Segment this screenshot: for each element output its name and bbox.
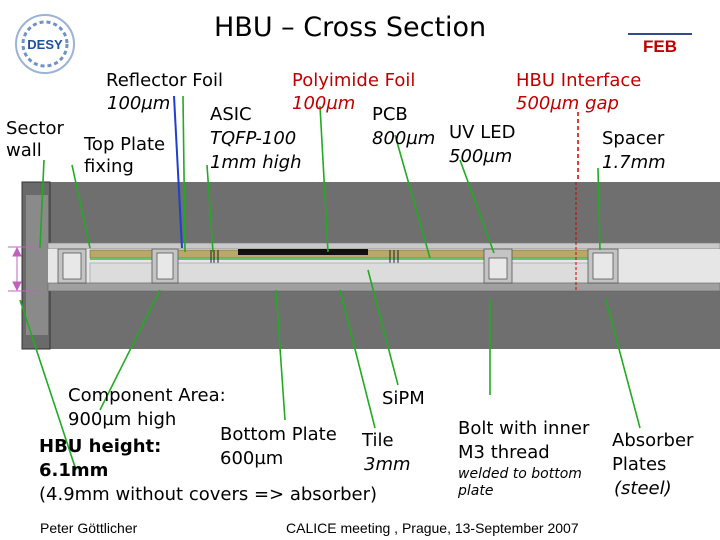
sector-wall-label: Sector wall (6, 118, 64, 161)
top-plate-fixing-label: Top Plate fixing (84, 134, 166, 177)
bottom-absorber-plate (26, 291, 720, 349)
pcb-thickness: 800µm (372, 128, 436, 149)
uv-led-size: 500µm (449, 146, 513, 167)
hbu-interface-label: HBU Interface (516, 70, 642, 91)
absorber-plates: Plates (612, 454, 667, 475)
component-height: 900µm high (68, 409, 177, 430)
bolt-thread: M3 thread (458, 442, 550, 463)
polyimide-thickness: 100µm (292, 93, 356, 114)
pcb-label: PCB (372, 104, 408, 125)
tile-thickness: 3mm (364, 454, 411, 475)
uv-led-label: UV LED (449, 122, 516, 143)
polyimide-foil-label: Polyimide Foil (292, 70, 416, 91)
hbu-interface-gap: 500µm gap (516, 93, 619, 114)
reflector-foil-label: Reflector Foil (106, 70, 223, 91)
logo-text: DESY (27, 37, 63, 52)
bottom-plate-label: Bottom Plate (220, 424, 337, 445)
top-absorber-plate (26, 182, 720, 243)
hbu-height-value: 6.1mm (39, 460, 109, 481)
bottom-plate (47, 282, 720, 292)
spacer-bolts (57, 248, 619, 284)
spacer-label: Spacer (602, 128, 665, 149)
feb-label: FEB (628, 33, 692, 57)
hbu-height-arrow (8, 246, 40, 292)
footer-event: CALICE meeting , Prague, 13-September 20… (286, 520, 579, 536)
absorber-label: Absorber (612, 430, 694, 451)
asic-package: TQFP-100 (210, 128, 297, 149)
bolt-note: welded to bottom plate (458, 466, 582, 499)
spacer-size: 1.7mm (602, 152, 666, 173)
tile-label: Tile (362, 430, 394, 451)
hbu-height-label: HBU height: (39, 436, 162, 457)
bolt-label: Bolt with inner (458, 418, 590, 439)
footer-author: Peter Göttlicher (40, 520, 138, 536)
desy-logo: DESY (15, 14, 75, 74)
polyimide-layer (90, 258, 610, 260)
asic-chip (238, 249, 368, 255)
reflector-thickness: 100µm (107, 93, 171, 114)
component-area-label: Component Area: (68, 385, 226, 406)
asic-label: ASIC (210, 104, 252, 125)
hbu-height-note: (4.9mm without covers => absorber) (39, 484, 378, 505)
absorber-material: (steel) (614, 478, 672, 499)
sipm-label: SiPM (382, 388, 425, 409)
page-title: HBU – Cross Section (214, 12, 487, 43)
bottom-plate-thickness: 600µm (220, 448, 284, 469)
asic-height: 1mm high (210, 152, 302, 173)
